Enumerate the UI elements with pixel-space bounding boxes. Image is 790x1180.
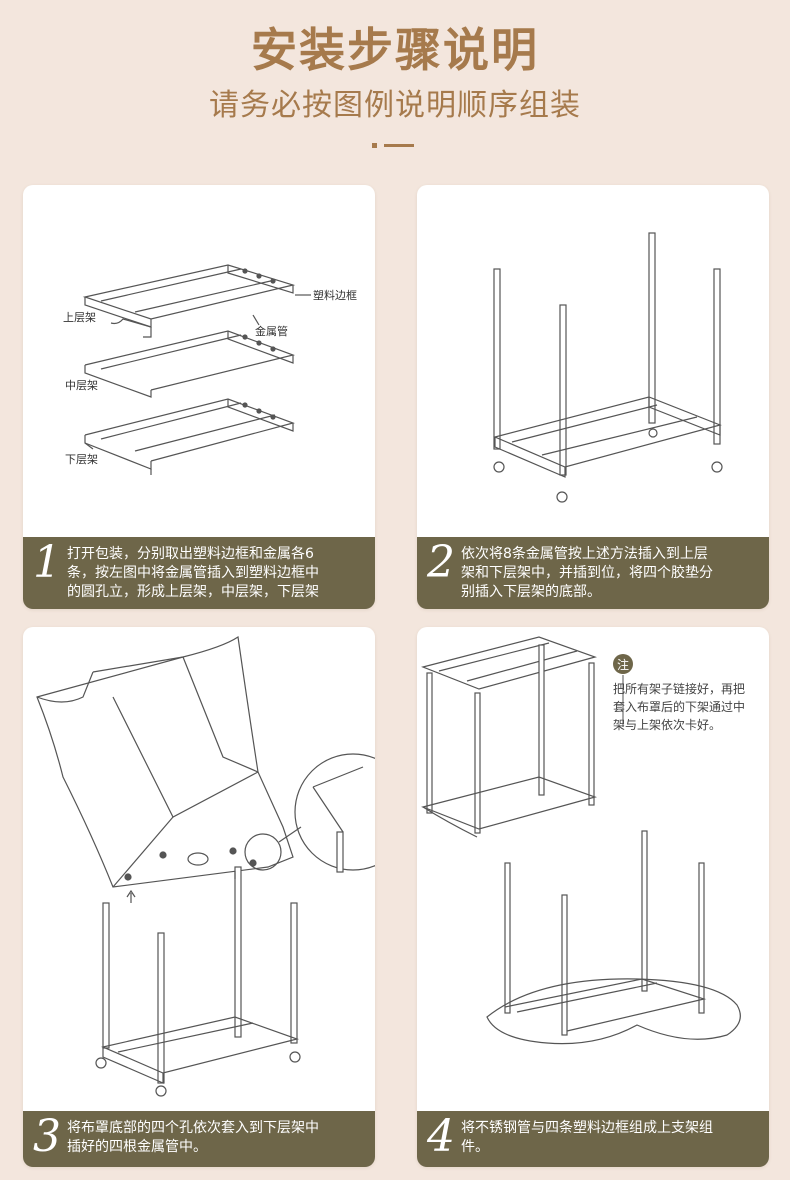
step-number-1: 1 xyxy=(33,541,61,585)
shelf-frames-illustration: 上层架 塑料边框 金属管 中层架 下层架 xyxy=(23,185,375,537)
step-text-2: 依次将8条金属管按上述方法插入到上层 架和下层架中，并插到位，将四个胶垫分 别插… xyxy=(461,545,759,602)
label-plastic-frame: 塑料边框 xyxy=(313,288,357,302)
note-line-2: 套入布罩后的下架通过中 xyxy=(613,699,745,714)
lower-frame-with-poles-illustration xyxy=(417,185,769,537)
cover-onto-frame-illustration xyxy=(23,627,375,1111)
step-card-1: 上层架 塑料边框 金属管 中层架 下层架 1 打开包装，分别取出塑料边框和金属各… xyxy=(23,185,375,609)
step-number-4: 4 xyxy=(427,1115,455,1159)
step-text-4: 将不锈钢管与四条塑料边框组成上支架组 件。 xyxy=(461,1119,759,1157)
step-card-3: 3 将布罩底部的四个孔依次套入到下层架中 插好的四根金属管中。 xyxy=(23,627,375,1167)
note-badge-label: 注 xyxy=(617,657,629,672)
page-title: 安装步骤说明 xyxy=(0,14,790,80)
label-metal-tube: 金属管 xyxy=(255,324,288,338)
title-divider xyxy=(372,143,418,149)
label-lower-shelf: 下层架 xyxy=(65,453,98,466)
step-caption-3: 3 将布罩底部的四个孔依次套入到下层架中 插好的四根金属管中。 xyxy=(23,1111,375,1167)
label-middle-shelf: 中层架 xyxy=(65,379,98,392)
step-text-3: 将布罩底部的四个孔依次套入到下层架中 插好的四根金属管中。 xyxy=(67,1119,365,1157)
label-upper-shelf: 上层架 xyxy=(63,311,96,324)
step-number-3: 3 xyxy=(33,1115,61,1159)
step-number-2: 2 xyxy=(427,541,455,585)
assembled-rack-illustration: 注 把所有架子链接好，再把 套入布罩后的下架通过中 架与上架依次卡好。 xyxy=(417,627,769,1111)
step-caption-1: 1 打开包装，分别取出塑料边框和金属各6 条，按左图中将金属管插入到塑料边框中 … xyxy=(23,537,375,609)
header: 安装步骤说明 请务必按图例说明顺序组装 xyxy=(0,0,790,180)
step-caption-4: 4 将不锈钢管与四条塑料边框组成上支架组 件。 xyxy=(417,1111,769,1167)
page-subtitle: 请务必按图例说明顺序组装 xyxy=(0,80,790,124)
step-card-2: 2 依次将8条金属管按上述方法插入到上层 架和下层架中，并插到位，将四个胶垫分 … xyxy=(417,185,769,609)
note-line-3: 架与上架依次卡好。 xyxy=(613,717,721,732)
step-card-4: 注 把所有架子链接好，再把 套入布罩后的下架通过中 架与上架依次卡好。 4 将不… xyxy=(417,627,769,1167)
note-line-1: 把所有架子链接好，再把 xyxy=(613,681,745,696)
step-text-1: 打开包装，分别取出塑料边框和金属各6 条，按左图中将金属管插入到塑料边框中 的圆… xyxy=(67,545,365,602)
step-caption-2: 2 依次将8条金属管按上述方法插入到上层 架和下层架中，并插到位，将四个胶垫分 … xyxy=(417,537,769,609)
